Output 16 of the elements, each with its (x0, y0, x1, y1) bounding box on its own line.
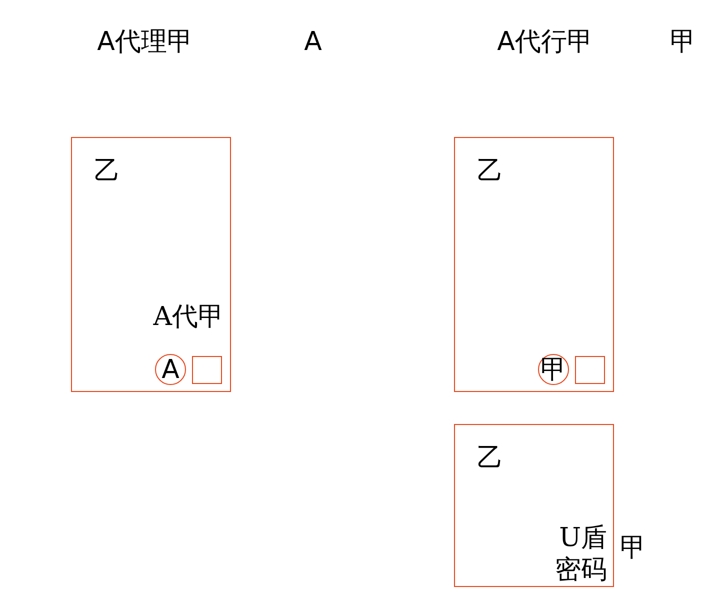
document-box (71, 137, 231, 392)
node-heading: 乙 (477, 445, 503, 471)
small-square (575, 356, 605, 384)
heading-label: A代理甲 (96, 26, 194, 59)
heading-label: A代行甲 (496, 26, 594, 59)
document-box (454, 137, 614, 392)
circled-mark: A (155, 354, 186, 385)
node-text: A代甲 (152, 301, 224, 333)
node-text: U盾密码 (554, 522, 607, 586)
small-square (192, 356, 222, 384)
node-heading: 乙 (477, 158, 503, 184)
heading-label: A (303, 26, 323, 59)
side-text: 甲 (620, 535, 646, 561)
circled-mark: 甲 (538, 354, 569, 385)
node-heading: 乙 (94, 158, 120, 184)
heading-label: 甲 (669, 26, 697, 59)
